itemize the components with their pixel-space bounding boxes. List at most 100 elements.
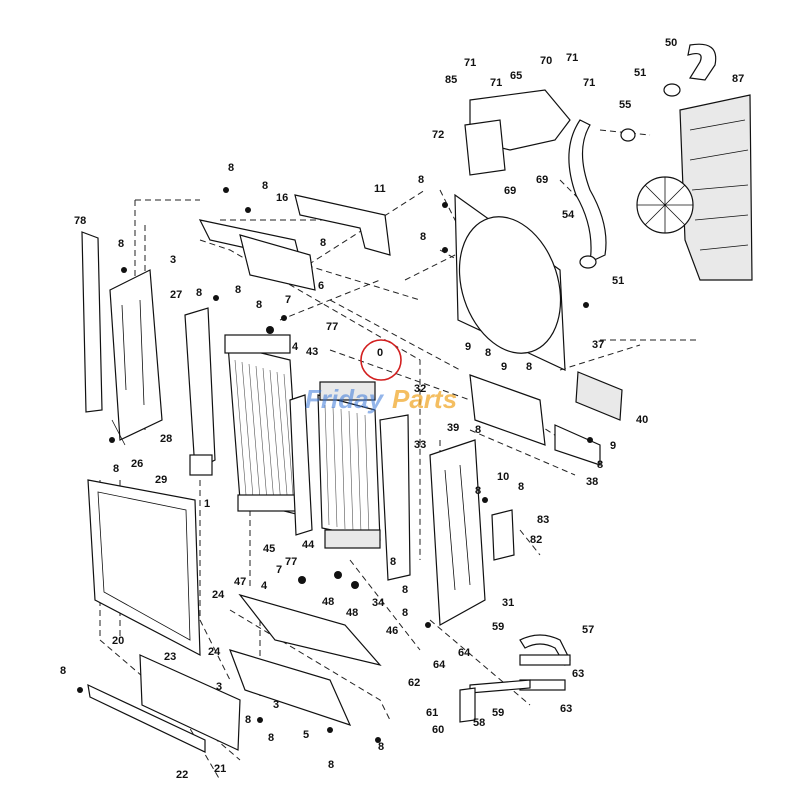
callout-label-39: 39 (447, 422, 459, 434)
callout-label-7a: 7 (285, 294, 291, 306)
callout-label-64a: 64 (433, 659, 446, 671)
callout-label-71d: 71 (583, 77, 595, 89)
callout-label-24b: 24 (208, 646, 221, 658)
part-63-pad-top (519, 654, 571, 666)
callout-label-85: 85 (445, 74, 457, 86)
part-29-mount (189, 454, 213, 476)
part-22-rail (87, 683, 206, 753)
callout-label-8h: 8 (235, 284, 241, 296)
callout-label-8j: 8 (485, 347, 491, 359)
callout-label-48b: 48 (346, 607, 358, 619)
callout-label-11: 11 (374, 183, 386, 195)
callout-label-8g: 8 (196, 287, 202, 299)
callout-label-8n: 8 (113, 463, 119, 475)
callout-label-22: 22 (176, 769, 188, 781)
callout-label-33: 33 (414, 439, 426, 451)
callout-label-31: 31 (502, 597, 514, 609)
part-26-side-bracket (109, 269, 163, 441)
callout-label-29: 29 (155, 474, 167, 486)
callout-label-65: 65 (510, 70, 522, 82)
part-39-bracket (469, 374, 546, 446)
callout-label-38: 38 (586, 476, 598, 488)
callout-label-8s: 8 (402, 607, 408, 619)
callout-label-21: 21 (214, 763, 226, 775)
part-45-strip (289, 394, 313, 536)
callout-label-6: 6 (318, 280, 324, 292)
callout-label-8r: 8 (402, 584, 408, 596)
callout-label-8x: 8 (328, 759, 334, 771)
part-54-hose (568, 119, 607, 264)
part-58-bracket (459, 687, 476, 723)
callout-label-8f: 8 (118, 238, 124, 250)
callout-label-62: 62 (408, 677, 420, 689)
watermark-text-b: Parts (392, 384, 457, 414)
callout-label-23: 23 (164, 651, 176, 663)
callout-label-51b: 51 (612, 275, 624, 287)
callout-label-48a: 48 (322, 596, 334, 608)
part-82-bracket (491, 509, 515, 561)
callout-label-71b: 71 (566, 52, 578, 64)
callout-label-45: 45 (263, 543, 275, 555)
callout-label-60: 60 (432, 724, 444, 736)
callout-label-8v: 8 (268, 732, 274, 744)
callout-label-59a: 59 (492, 621, 504, 633)
callout-label-37: 37 (592, 339, 604, 351)
callout-label-44: 44 (302, 539, 315, 551)
callout-label-70: 70 (540, 55, 552, 67)
callout-label-8b: 8 (262, 180, 268, 192)
callout-label-8p: 8 (518, 481, 524, 493)
callout-label-8e: 8 (420, 231, 426, 243)
part-59-pipe (469, 679, 531, 694)
callout-label-20: 20 (112, 635, 124, 647)
part-5-bottom-plate (229, 649, 352, 726)
callout-label-77b: 77 (285, 556, 297, 568)
part-11-bracket (294, 194, 391, 256)
callout-label-61: 61 (426, 707, 438, 719)
highlight-circle (360, 339, 402, 381)
callout-label-8t: 8 (60, 665, 66, 677)
callout-label-9a: 9 (465, 341, 471, 353)
callout-label-3b: 3 (216, 681, 222, 693)
part-50-hose (687, 43, 717, 81)
part-38-bracket (554, 424, 601, 466)
callout-label-8k: 8 (526, 361, 532, 373)
watermark: Friday Parts (305, 384, 457, 414)
callout-label-10: 10 (497, 471, 509, 483)
callout-label-71a: 71 (464, 57, 476, 69)
callout-label-8w: 8 (378, 741, 384, 753)
callout-label-8q: 8 (390, 556, 396, 568)
engine-fan-assembly (636, 94, 753, 281)
callout-label-3c: 3 (273, 699, 279, 711)
highlight-label: 0 (377, 347, 383, 359)
callout-label-9b: 9 (501, 361, 507, 373)
part-51-clamp-bottom (579, 255, 597, 269)
part-21-cover (139, 654, 241, 751)
callout-label-24a: 24 (212, 589, 225, 601)
part-51-clamp-top (663, 83, 681, 97)
part-1-radiator (224, 334, 301, 516)
callout-label-40: 40 (636, 414, 648, 426)
callout-label-63a: 63 (572, 668, 584, 680)
part-40-block (575, 371, 623, 421)
part-6-bracket (239, 234, 316, 291)
callout-label-8u: 8 (245, 714, 251, 726)
callout-label-46: 46 (386, 625, 398, 637)
callout-label-77a: 77 (326, 321, 338, 333)
callout-label-50: 50 (665, 37, 677, 49)
callout-label-43: 43 (306, 346, 318, 358)
callout-label-16: 16 (276, 192, 288, 204)
callout-label-83: 83 (537, 514, 549, 526)
callout-label-8i: 8 (256, 299, 262, 311)
callout-label-8c: 8 (418, 174, 424, 186)
watermark-text-a: Friday (305, 384, 385, 414)
callout-label-57: 57 (582, 624, 594, 636)
callout-label-8d: 8 (320, 237, 326, 249)
callout-label-5: 5 (303, 729, 309, 741)
callout-label-9c: 9 (610, 440, 616, 452)
part-31-side-panel (429, 439, 486, 626)
callout-label-1: 1 (204, 498, 210, 510)
part-20-panel (87, 479, 201, 657)
callout-label-34: 34 (372, 597, 385, 609)
